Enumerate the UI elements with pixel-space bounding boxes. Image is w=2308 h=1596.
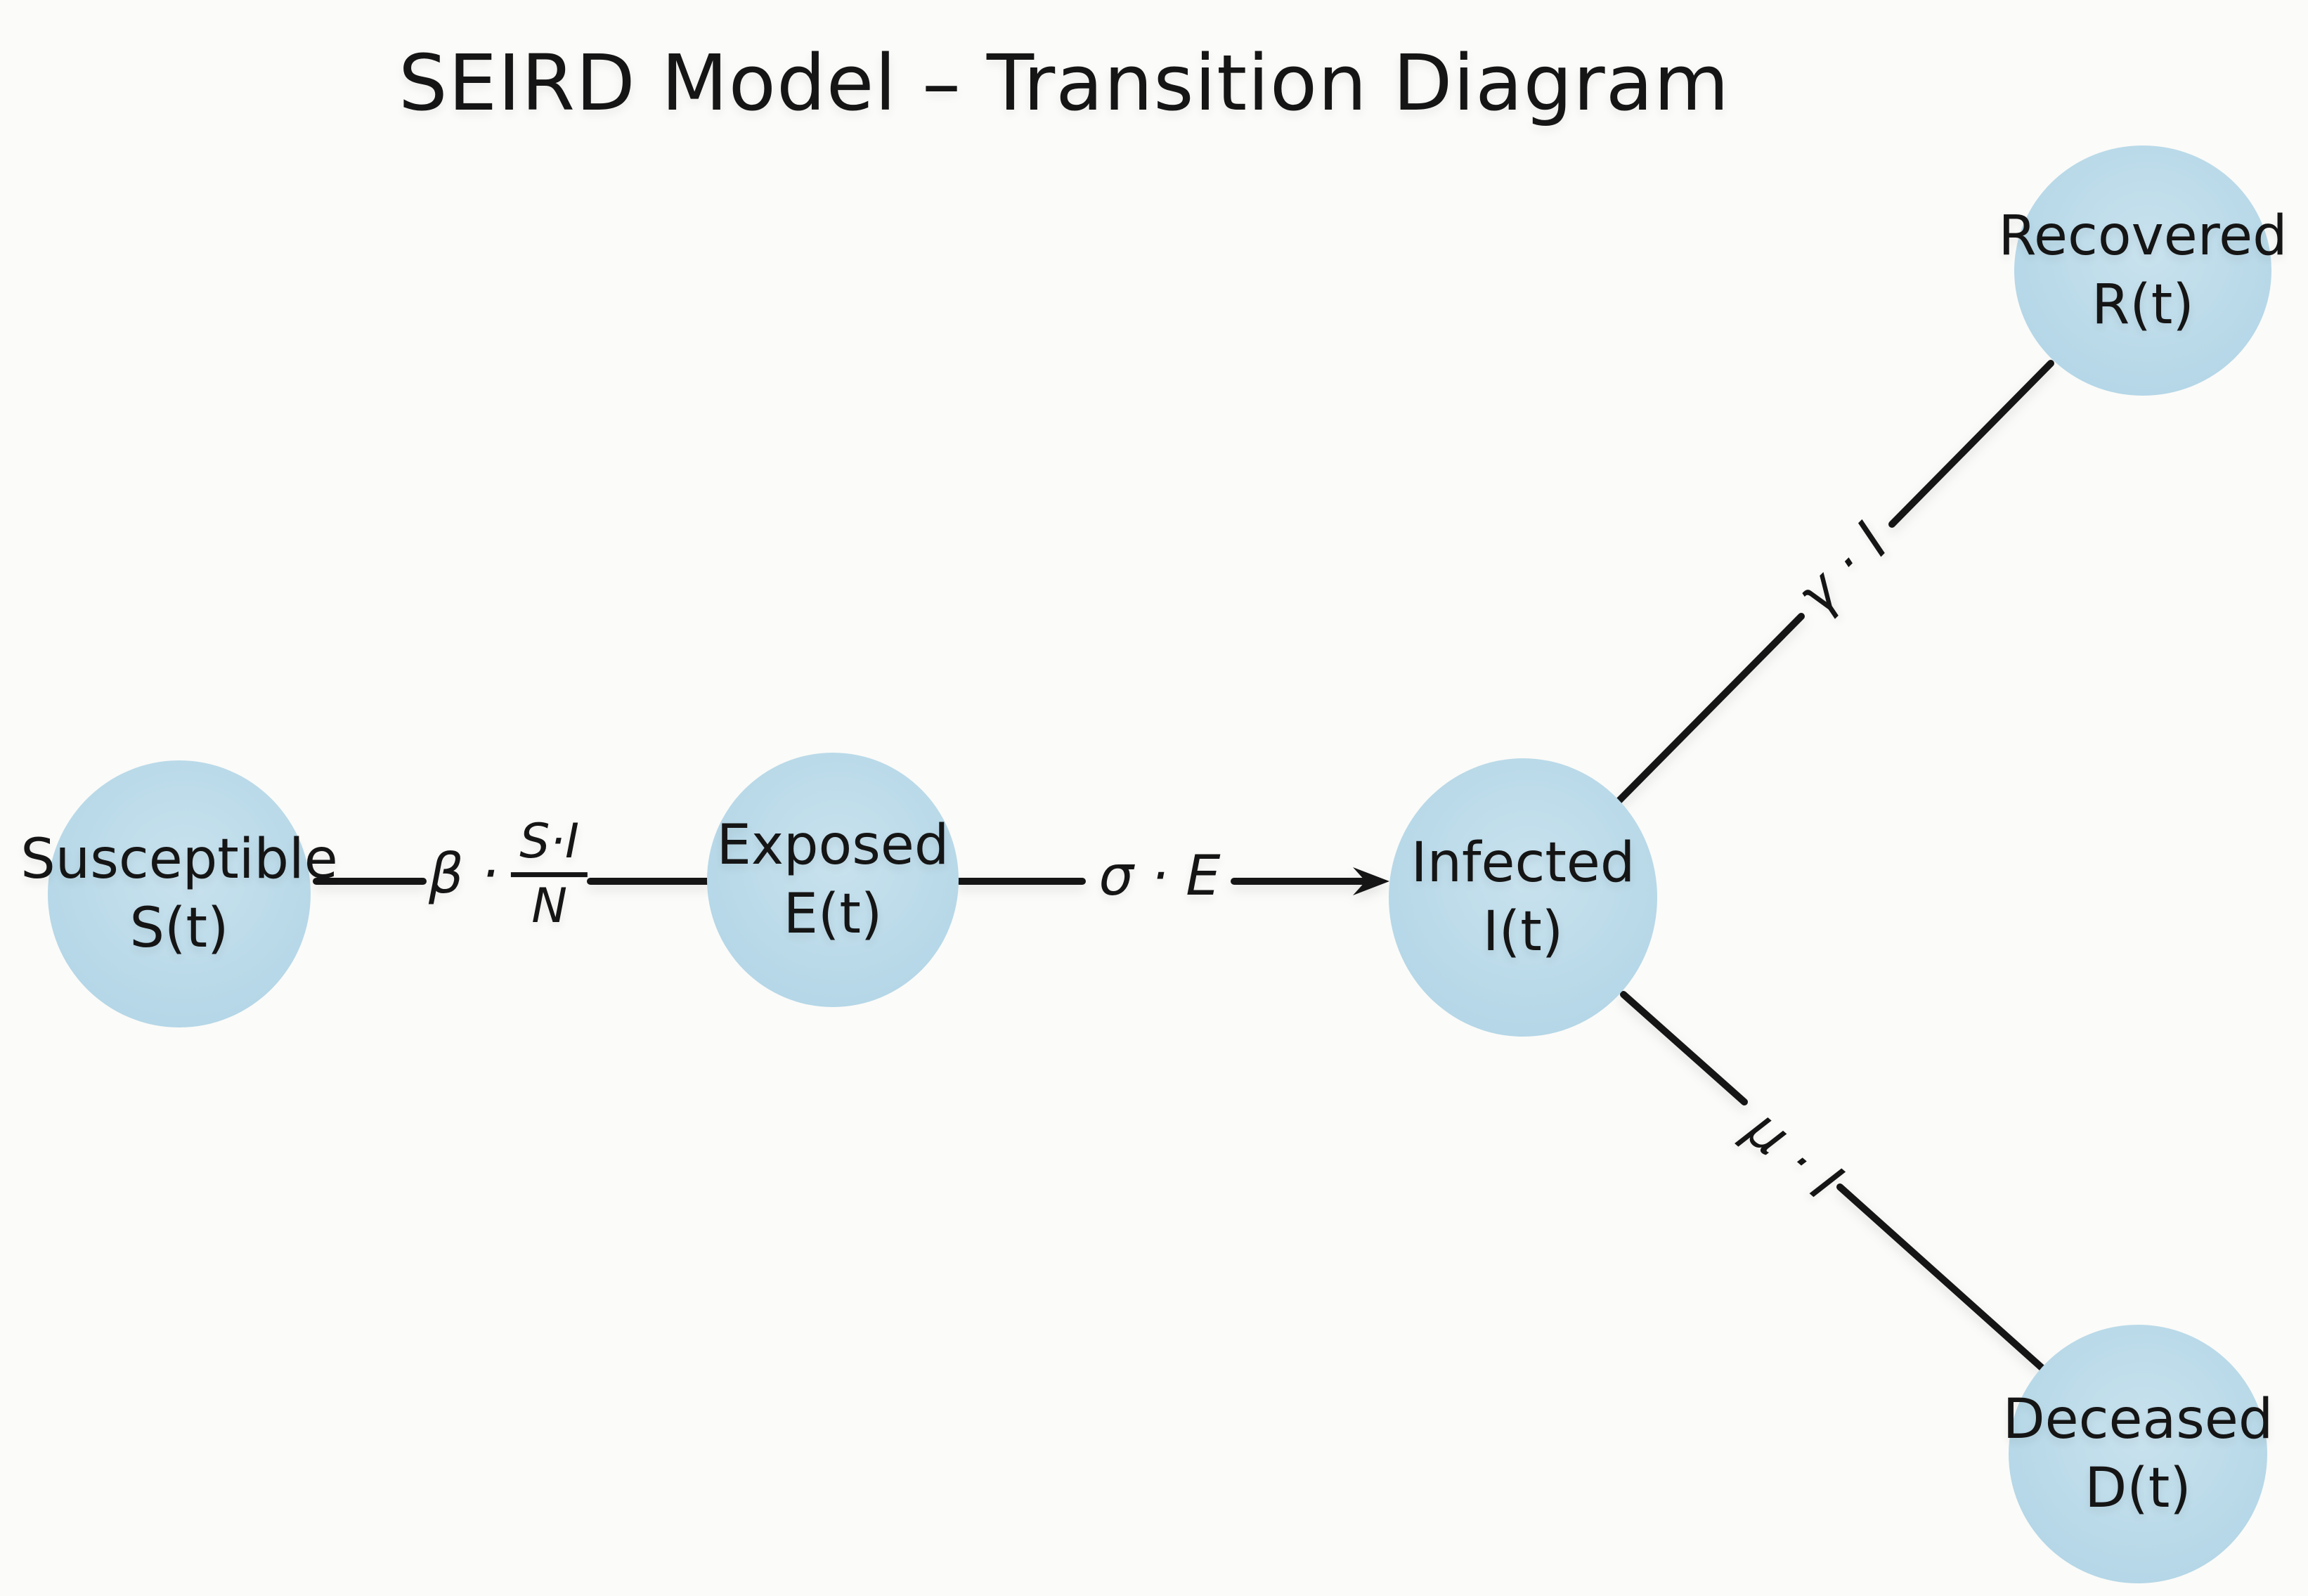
edge-label-sigma-rate: σ · E	[1098, 845, 1221, 908]
beta-fraction-denominator: N	[531, 878, 568, 935]
node-deceased: Deceased D(t)	[2003, 1325, 2273, 1583]
arrowhead-exposed-infected-icon	[1353, 867, 1389, 895]
node-recovered-label: Recovered	[1998, 204, 2288, 268]
node-susceptible: Susceptible S(t)	[20, 760, 338, 1027]
node-infected-label: Infected	[1411, 831, 1635, 895]
diagram-title: SEIRD Model – Transition Diagram	[398, 38, 1730, 128]
node-deceased-symbol: D(t)	[2085, 1457, 2191, 1520]
node-susceptible-label: Susceptible	[20, 827, 338, 891]
edge-infected-deceased-segment-2	[1836, 1183, 2045, 1371]
edge-infected-deceased-segment-1	[1620, 991, 1748, 1105]
beta-fraction: S·I N	[511, 817, 588, 932]
beta-prefix: β ·	[428, 843, 499, 906]
node-exposed-label: Exposed	[716, 813, 949, 877]
node-infected-symbol: I(t)	[1482, 900, 1564, 964]
node-recovered-symbol: R(t)	[2092, 273, 2194, 337]
node-exposed: Exposed E(t)	[707, 753, 959, 1007]
edge-infected-recovered-segment-2	[1888, 360, 2054, 528]
node-infected: Infected I(t)	[1389, 758, 1657, 1037]
node-deceased-label: Deceased	[2002, 1387, 2274, 1451]
node-recovered: Recovered R(t)	[1998, 145, 2288, 396]
edge-label-beta-rate: β · S·I N	[429, 817, 588, 932]
edge-infected-recovered-segment-1	[1614, 613, 1805, 806]
node-susceptible-symbol: S(t)	[129, 897, 229, 960]
node-exposed-symbol: E(t)	[783, 883, 883, 946]
beta-fraction-numerator: S·I	[511, 817, 588, 878]
